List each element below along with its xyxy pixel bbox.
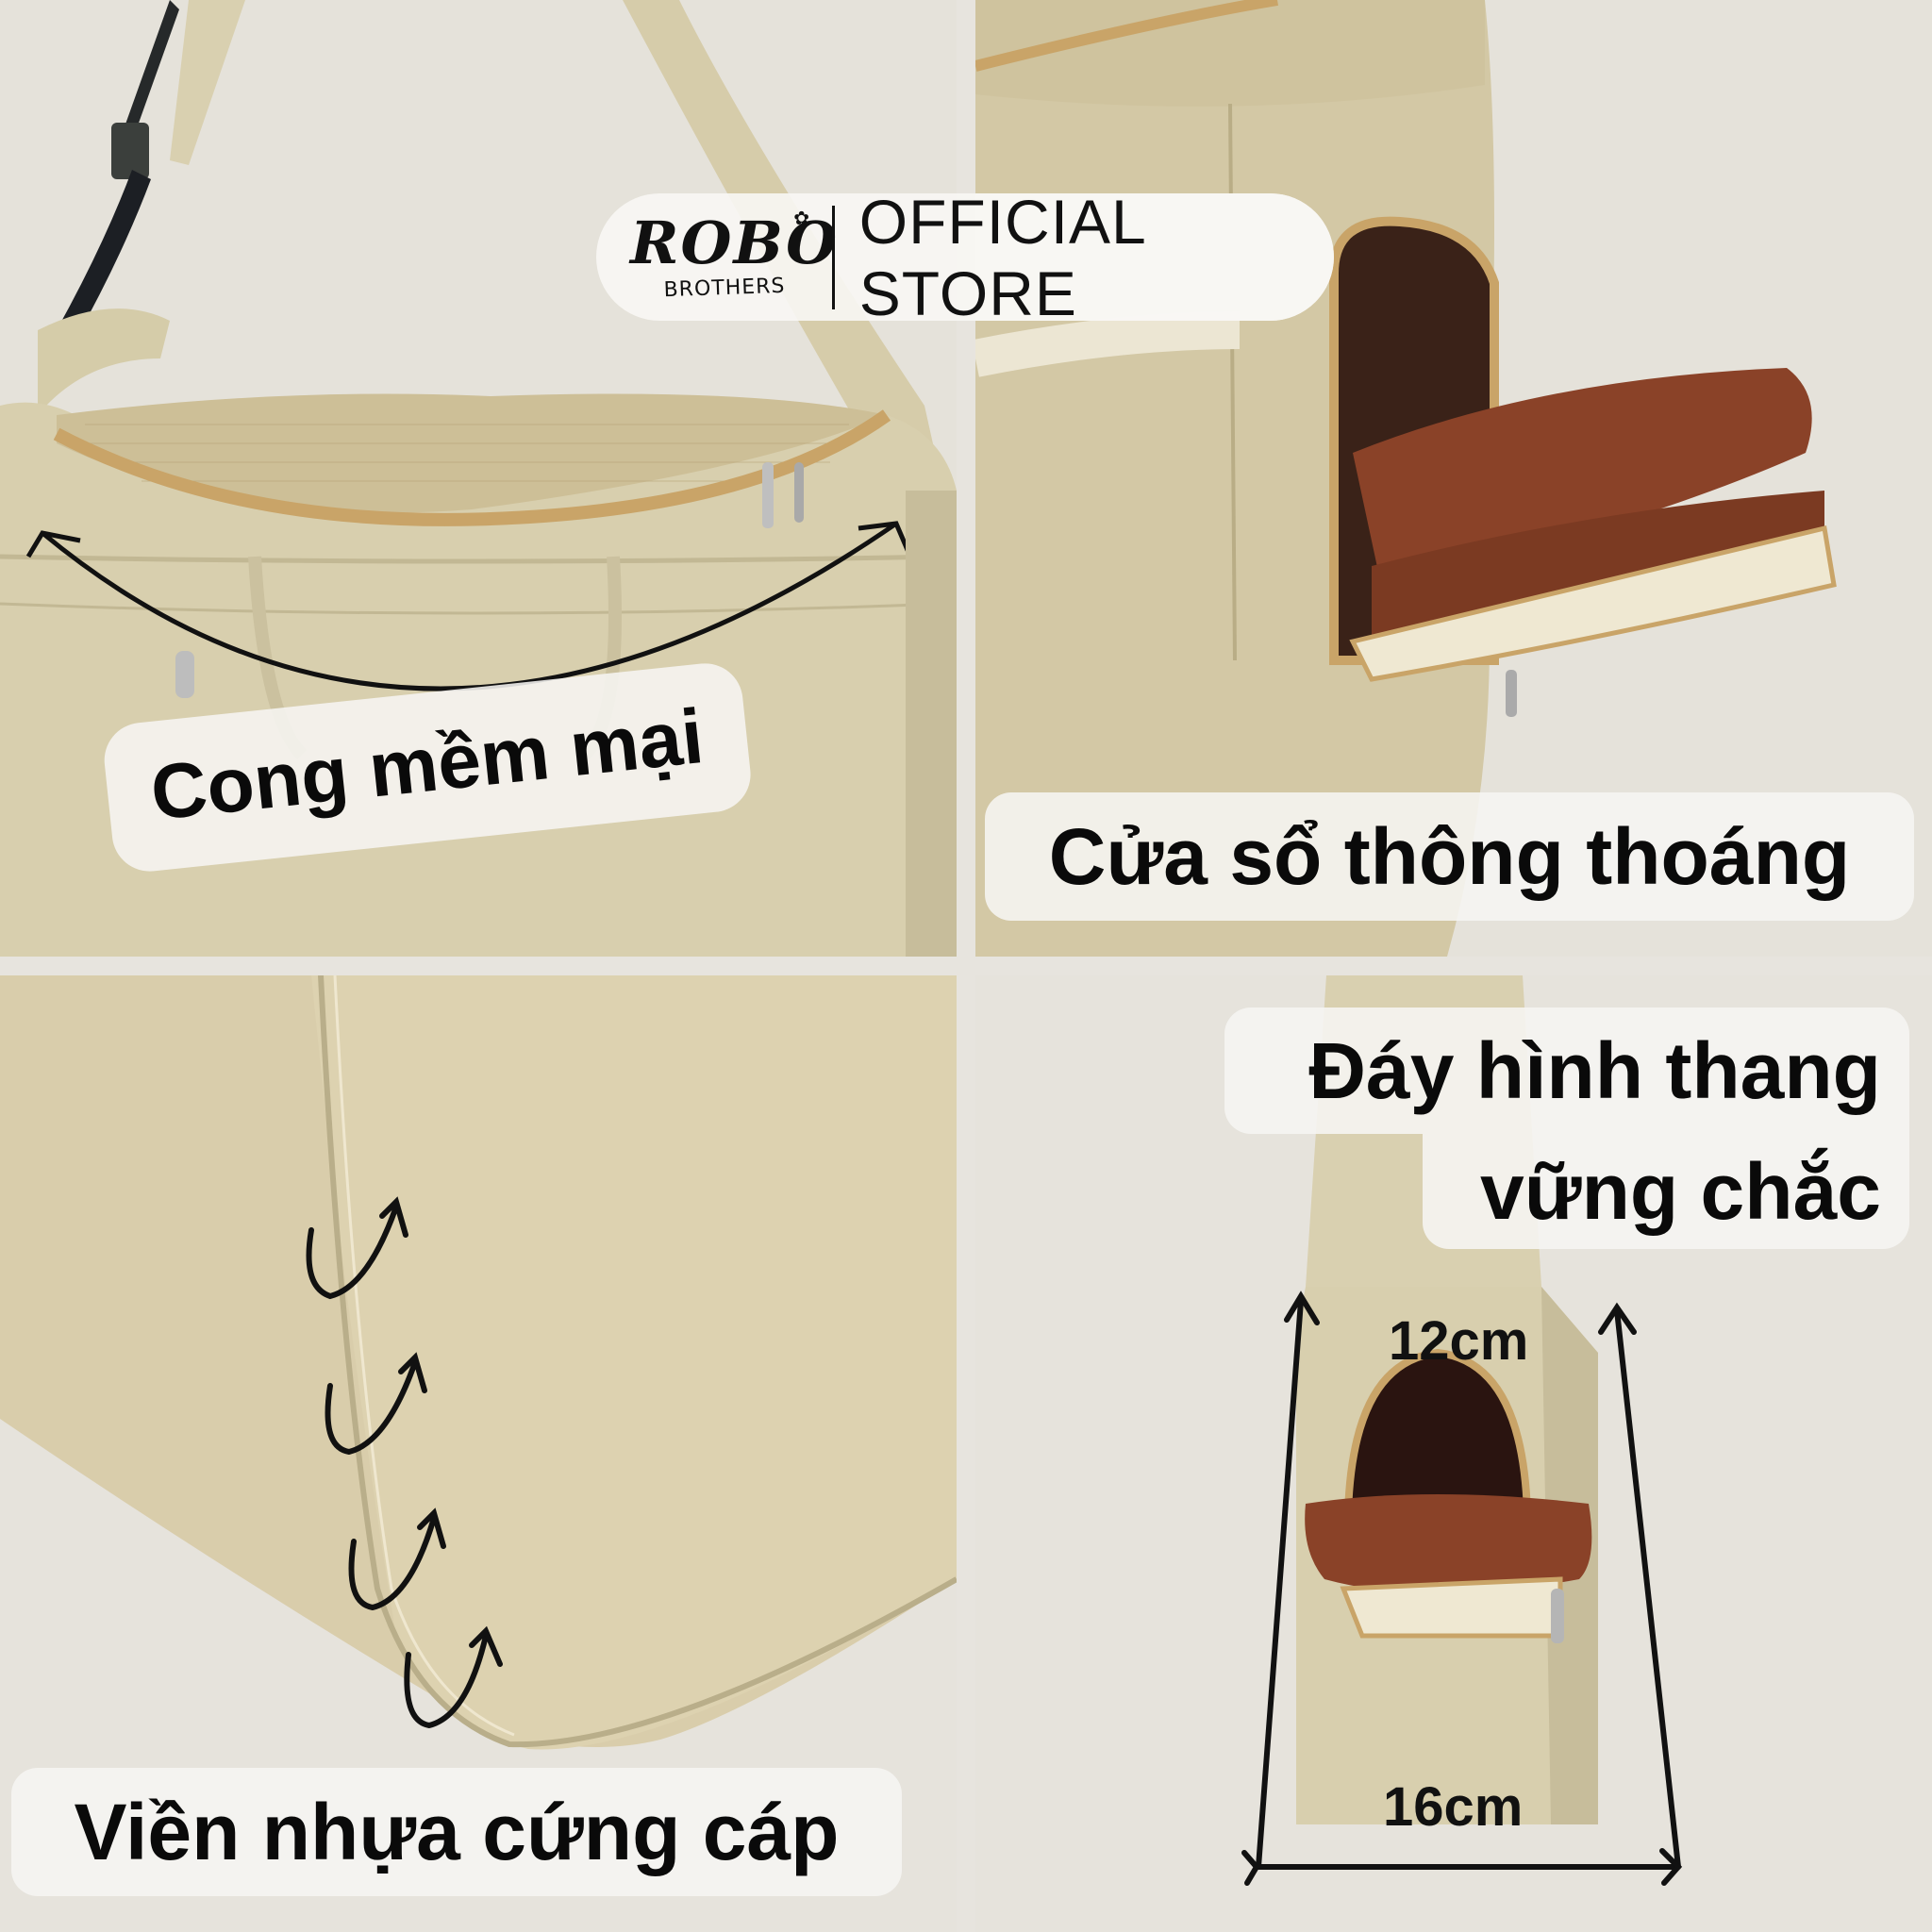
robo-brothers-logo: ✿ ROBO BROTHERS: [630, 208, 840, 302]
official-store-badge: ✿ ROBO BROTHERS OFFICIAL STORE: [596, 187, 1334, 328]
logo-main-text: ROBO: [630, 208, 840, 277]
flower-icon: ✿: [793, 208, 809, 229]
arrows-icon: [306, 1196, 503, 1729]
measure-arrows-icon: [1241, 1291, 1683, 1886]
badge-divider: [832, 205, 835, 309]
logo-sub-text: BROTHERS: [663, 274, 786, 303]
curve-arrow-icon: [41, 521, 898, 691]
dimension-bottom-width: 16cm: [1383, 1776, 1524, 1838]
caption-rigid-rim: Viền nhựa cứng cáp: [11, 1768, 902, 1896]
official-store-label: OFFICIAL STORE: [858, 186, 1145, 328]
caption-ventilation-window: Cửa sổ thông thoáng: [985, 792, 1914, 921]
caption-trapezoid-base-line1: Đáy hình thang: [1224, 1008, 1909, 1134]
panel-curved-body: Cong mềm mại: [0, 0, 957, 957]
dimension-top-width: 12cm: [1389, 1310, 1529, 1372]
caption-trapezoid-base-line2: vững chắc: [1423, 1134, 1909, 1249]
